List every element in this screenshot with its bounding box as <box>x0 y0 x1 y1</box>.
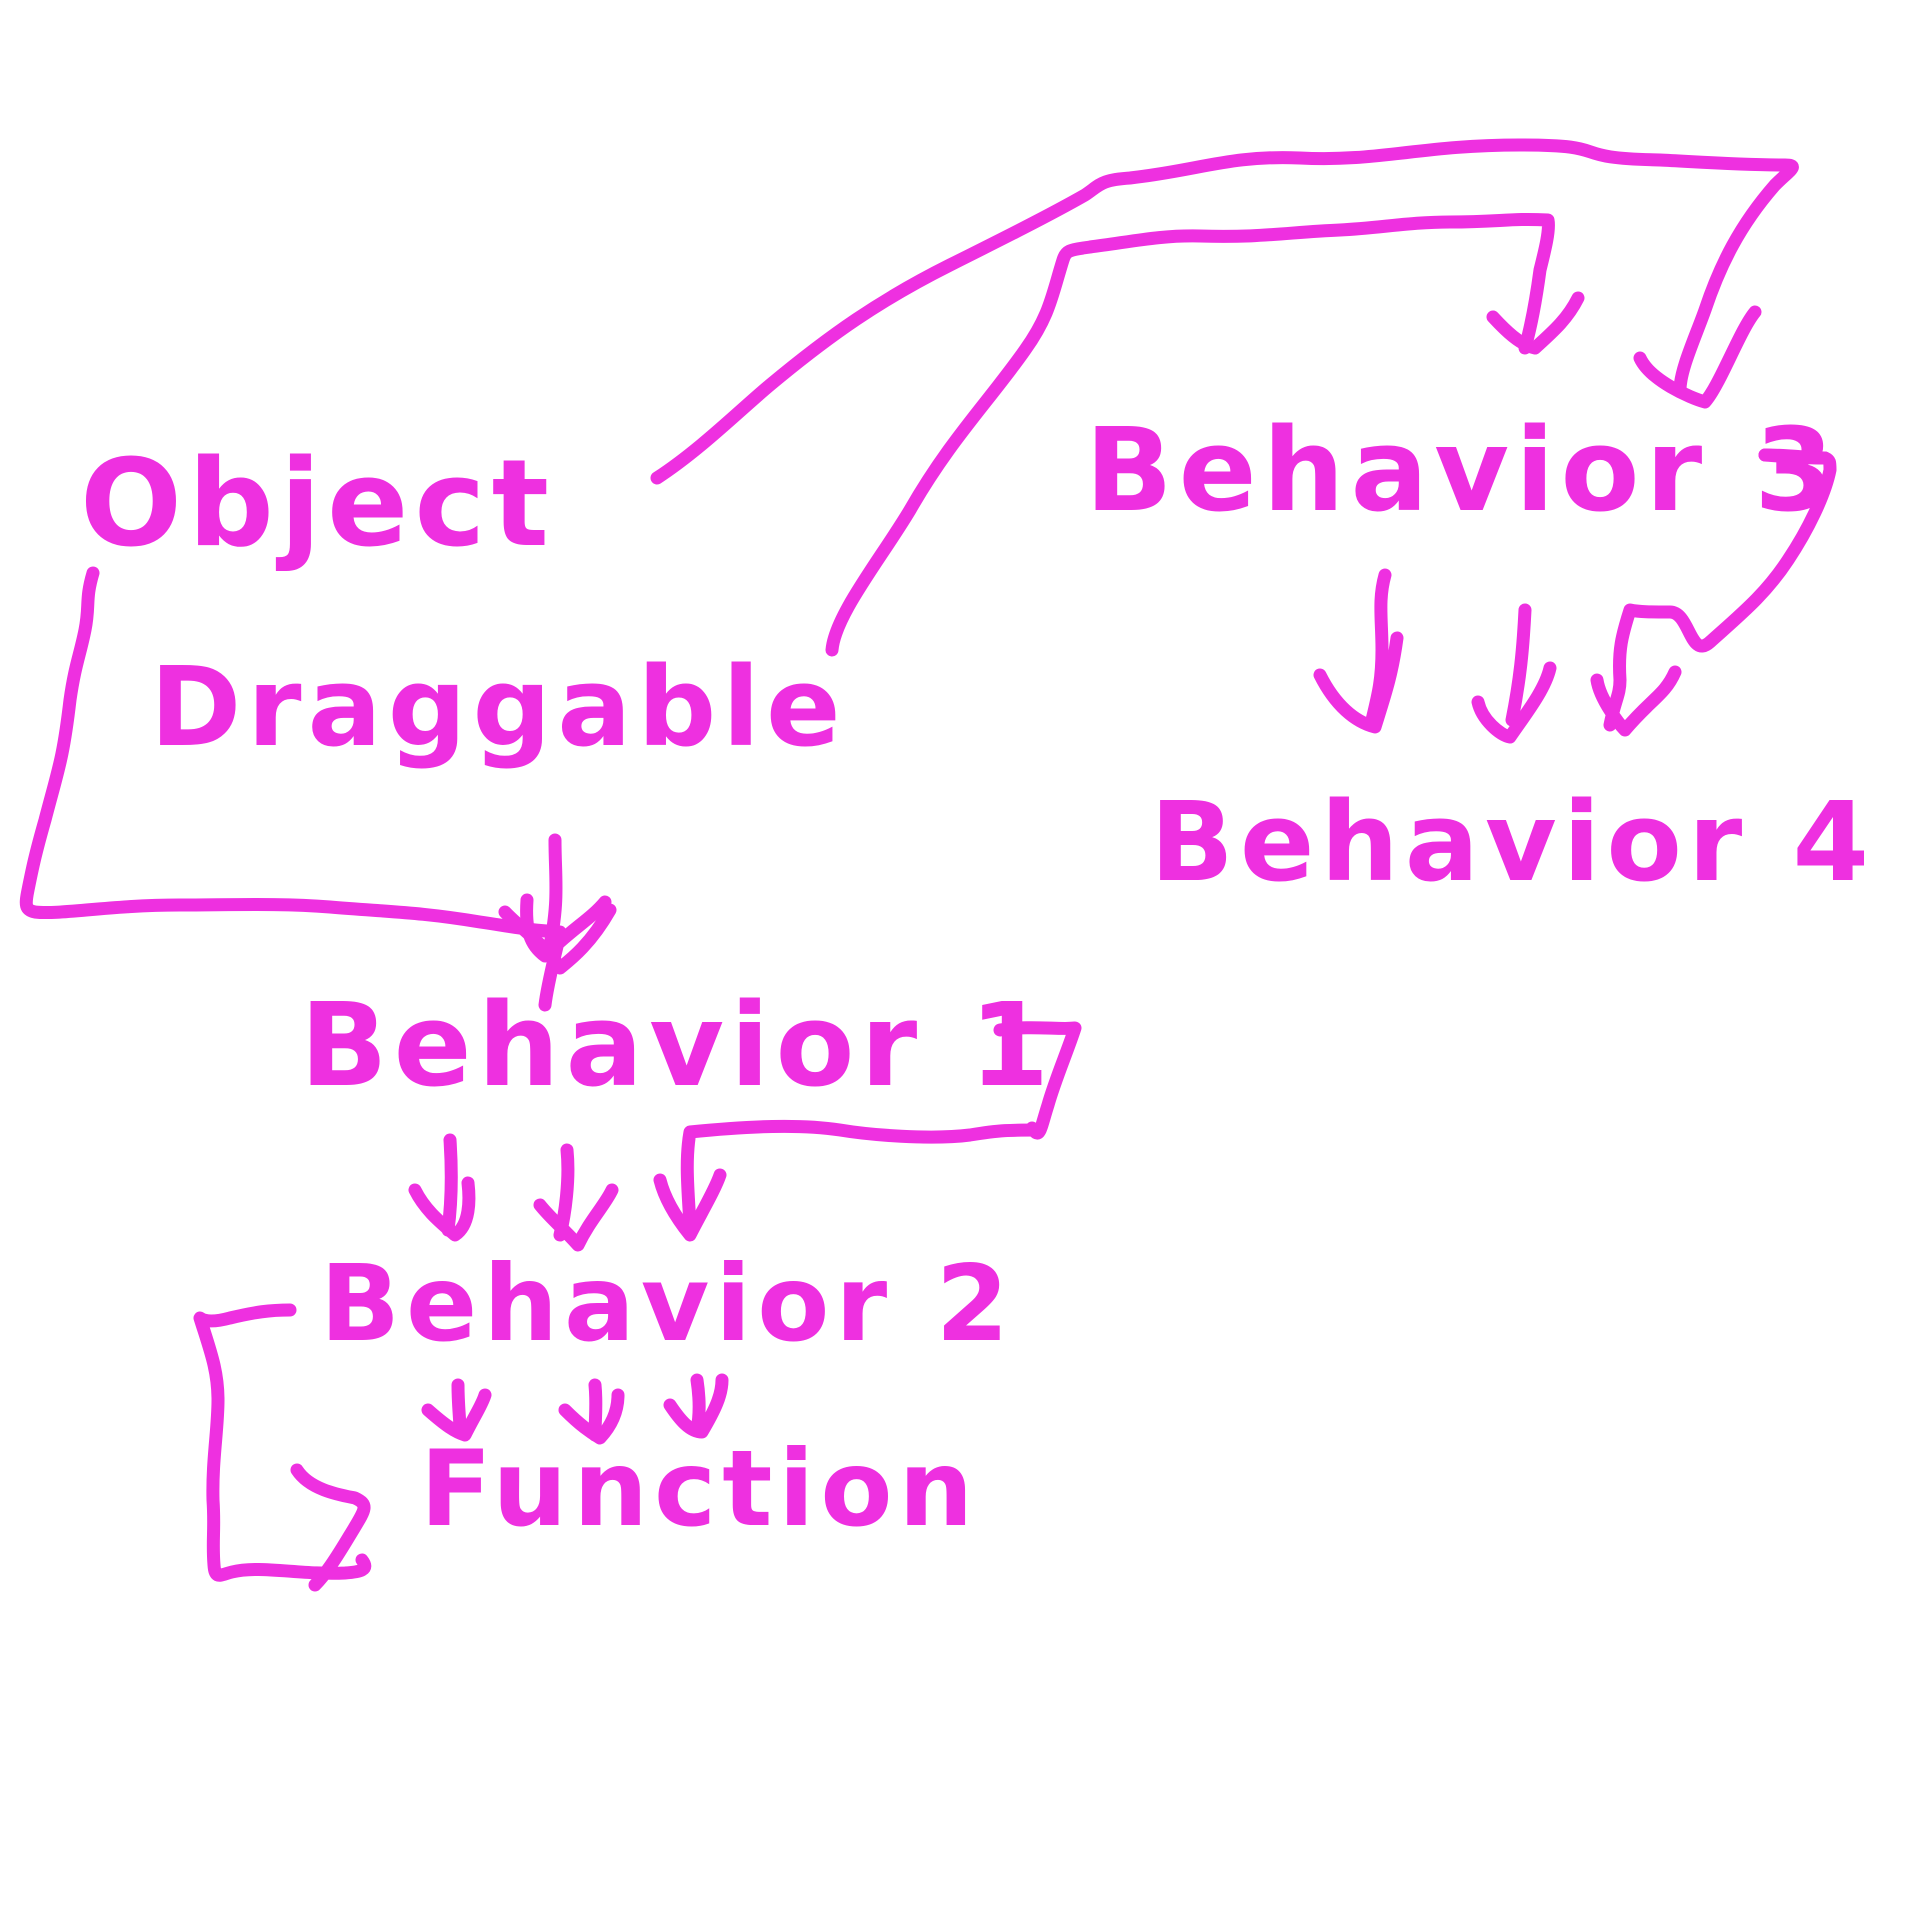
arrowhead-icon <box>408 1176 476 1242</box>
arrowhead-icon <box>1486 291 1585 355</box>
arrowhead-icon <box>653 1168 727 1242</box>
edge-draggable-to-behavior3 <box>825 212 1555 657</box>
arrowhead-icon <box>290 1463 371 1592</box>
edge-behavior2-to-function-bracket <box>193 1303 372 1582</box>
edge-object-to-behavior1 <box>19 566 567 1012</box>
arrowhead-icon <box>1633 305 1762 409</box>
node-behavior-1: Behavior 1 <box>300 979 1055 1113</box>
node-behavior-4: Behavior 4 <box>1150 778 1875 906</box>
node-behavior-3: Behavior 3 <box>1085 404 1840 538</box>
edge-draggable-to-behavior1 <box>541 833 563 962</box>
bracket-behavior3-right <box>1758 448 1832 465</box>
arrowhead-icon <box>533 1183 619 1252</box>
arrowhead-icon <box>663 1373 729 1439</box>
edge-behavior1-to-behavior2-a <box>441 1133 458 1237</box>
edge-behavior2-to-function-a <box>451 1378 467 1437</box>
edge-behavior1-to-behavior2-c <box>680 1119 1047 1232</box>
node-draggable: Draggable <box>150 643 847 771</box>
bracket-behavior1-right <box>993 1021 1082 1140</box>
arrowhead-icon <box>558 1388 625 1445</box>
node-behavior-2: Behavior 2 <box>320 1243 1015 1365</box>
arrowhead-icon <box>520 893 612 963</box>
arrowhead-icon <box>1471 661 1557 744</box>
arrowhead-icon <box>498 903 617 975</box>
node-function: Function <box>420 1428 979 1550</box>
arrowhead-icon <box>1590 665 1682 737</box>
node-object: Object <box>80 435 555 574</box>
edge-behavior2-to-function-c <box>690 1373 706 1437</box>
arrowhead-icon <box>1313 631 1404 734</box>
arrowhead-icon <box>421 1388 492 1442</box>
edge-object-to-behavior3 <box>650 138 1799 485</box>
edge-behavior3-to-behavior4-b <box>1505 603 1532 727</box>
